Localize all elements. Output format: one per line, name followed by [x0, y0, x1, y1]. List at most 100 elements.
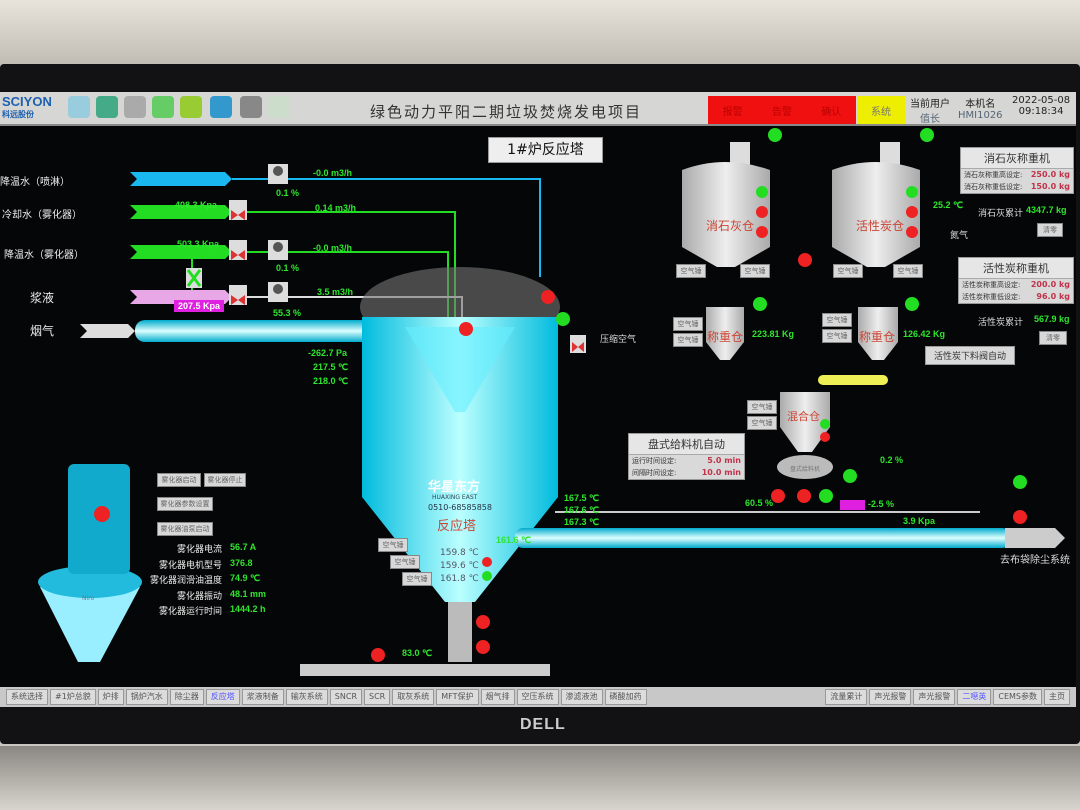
alarm-bar[interactable]: 报警 告警 确认 — [708, 96, 856, 124]
air-hammer-button[interactable]: 空气锤 — [390, 555, 420, 569]
lime-high-setpoint[interactable]: 250.0 kg — [1030, 170, 1070, 179]
status-lamps — [482, 128, 1027, 581]
air-hammer-button[interactable]: 空气锤 — [378, 538, 408, 552]
nav-tab[interactable]: 流量累计 — [825, 689, 868, 705]
reactor-logo-en: HUAXING EAST — [432, 494, 478, 501]
mix-bin-label: 混合仓 — [787, 410, 820, 423]
air-hammer-button[interactable]: 空气锤 — [893, 264, 923, 278]
carbon-reset-button[interactable]: 清零 — [1039, 331, 1067, 345]
air-hammer-button[interactable]: 空气锤 — [822, 313, 852, 327]
atomizer-param-value: 376.8 — [230, 557, 253, 568]
lime-reset-button[interactable]: 清零 — [1037, 223, 1063, 237]
lime-silo — [682, 162, 770, 267]
nav-tab[interactable]: 渗滤液池 — [560, 689, 603, 705]
operator-icon[interactable] — [124, 96, 146, 118]
trend-icon[interactable] — [152, 96, 174, 118]
nav-tab[interactable]: SCR — [364, 689, 391, 705]
nav-tab[interactable]: 系统选择 — [6, 689, 48, 705]
nav-tab[interactable]: 主页 — [1044, 689, 1070, 705]
spray-valve-opening: 0.1 % — [276, 188, 300, 198]
air-hammer-button[interactable]: 空气锤 — [747, 416, 777, 430]
tool-icon[interactable] — [210, 96, 232, 118]
nav-tab[interactable]: 声光报警 — [869, 689, 912, 705]
carbon-silo-label: 活性炭仓 — [856, 219, 905, 233]
atomizer-param-value: 74.9 ℃ — [230, 573, 261, 583]
nav-tab[interactable]: 输灰系统 — [285, 689, 328, 705]
lime-total: 4347.7 kg — [1026, 205, 1067, 215]
feeder-label: 盘式给料机 — [790, 466, 821, 473]
nav-tab[interactable]: 烟气排 — [480, 689, 515, 705]
air-hammer-button[interactable]: 空气锤 — [833, 264, 863, 278]
feeder-gap-time[interactable]: 10.0 min — [701, 468, 741, 477]
reactor-body — [362, 317, 558, 602]
nav-tab[interactable]: 空压系统 — [516, 689, 559, 705]
users-icon[interactable] — [68, 96, 90, 118]
nitrogen-label: 氮气 — [950, 231, 969, 241]
atomizer-oil-pump-button[interactable]: 雾化器油泵启动 — [157, 522, 213, 536]
slurry-valve-opening: 55.3 % — [273, 308, 302, 318]
air-hammer-button[interactable]: 空气锤 — [822, 329, 852, 343]
carbon-scale-panel: 活性炭称重机 活性炭称重高设定:200.0 kg 活性炭称重低设定:96.0 k… — [958, 257, 1074, 304]
alarm-item[interactable]: 报警 — [722, 106, 743, 118]
nav-tab[interactable]: #1炉总貌 — [50, 689, 96, 705]
system-button[interactable]: 系统 — [857, 96, 905, 124]
carbon-high-setpoint[interactable]: 200.0 kg — [1030, 280, 1070, 289]
page-title: 1#炉反应塔 — [488, 137, 603, 163]
feeder-run-time[interactable]: 5.0 min — [707, 456, 741, 465]
nav-tab[interactable]: 除尘器 — [169, 689, 204, 705]
lime-weigh-value: 223.81 Kg — [752, 329, 795, 339]
atomizer-settings-button[interactable]: 雾化器参数设置 — [157, 497, 213, 511]
reactor-label: 反应塔 — [437, 519, 477, 534]
nav-tab[interactable]: 二噁英 — [957, 689, 992, 705]
nav-tab[interactable]: 浆液制备 — [241, 689, 284, 705]
carbon-low-setpoint[interactable]: 96.0 kg — [1036, 292, 1070, 301]
disc-feeder — [777, 455, 833, 479]
sdi-icon[interactable] — [268, 96, 290, 118]
network-icon[interactable] — [96, 96, 118, 118]
lime-scale-panel: 消石灰称重机 消石灰称重高设定:250.0 kg 消石灰称重低设定:150.0 … — [960, 147, 1074, 194]
air-hammer-button[interactable]: 空气锤 — [673, 333, 703, 347]
nav-tab[interactable]: 炉排 — [97, 689, 124, 705]
spray-water-label: 降温水（喷淋） — [0, 177, 70, 188]
nav-tab[interactable]: 磷酸加药 — [604, 689, 647, 705]
duct-pressure: 3.9 Kpa — [903, 516, 936, 526]
nav-tab[interactable]: 反应塔 — [205, 689, 240, 705]
carbon-valve-auto-button[interactable]: 活性炭下料阀自动 — [925, 346, 1015, 365]
air-hammer-button[interactable]: 空气锤 — [402, 572, 432, 586]
atomizer-brand: Niro — [82, 595, 95, 602]
alarm-item[interactable]: 确认 — [821, 106, 842, 118]
nav-tab[interactable]: SNCR — [329, 689, 363, 705]
temp-valve-opening: 0.1 % — [276, 263, 300, 273]
nav-tab[interactable]: MFT保护 — [436, 689, 479, 705]
reactor-outlet — [448, 602, 472, 662]
atomizer-start-button[interactable]: 雾化器启动 — [157, 473, 201, 487]
atomizer-stop-button[interactable]: 雾化器停止 — [204, 473, 246, 487]
air-hammer-button[interactable]: 空气锤 — [747, 400, 777, 414]
nav-tab[interactable]: 声光报警 — [913, 689, 956, 705]
nav-tab[interactable]: 取灰系统 — [392, 689, 435, 705]
alarm-item[interactable]: 告警 — [771, 106, 792, 118]
cone-temp-0: 161.6 ℃ — [496, 535, 532, 545]
atomizer-param-label: 雾化器运行时间 — [158, 607, 222, 617]
feeder-title[interactable]: 盘式给料机自动 — [629, 434, 744, 455]
carbon-total: 567.9 kg — [1034, 314, 1070, 324]
phone-icon[interactable] — [240, 96, 262, 118]
lime-low-setpoint[interactable]: 150.0 kg — [1030, 182, 1070, 191]
bottom-temp: 83.0 ℃ — [402, 648, 433, 658]
inner-cone — [405, 327, 515, 412]
air-hammer-button[interactable]: 空气锤 — [740, 264, 770, 278]
nav-tab[interactable]: 锅炉汽水 — [125, 689, 168, 705]
temp-water-flow: -0.0 m3/h — [313, 243, 353, 253]
room-ceiling — [0, 0, 1080, 70]
nav-tab[interactable]: CEMS参数 — [993, 689, 1042, 705]
carbon-silo — [832, 162, 920, 267]
carbon-weigh-value: 126.42 Kg — [903, 329, 946, 339]
air-hammer-button[interactable]: 空气锤 — [673, 317, 703, 331]
report-icon[interactable] — [180, 96, 202, 118]
air-hammer-button[interactable]: 空气锤 — [676, 264, 706, 278]
